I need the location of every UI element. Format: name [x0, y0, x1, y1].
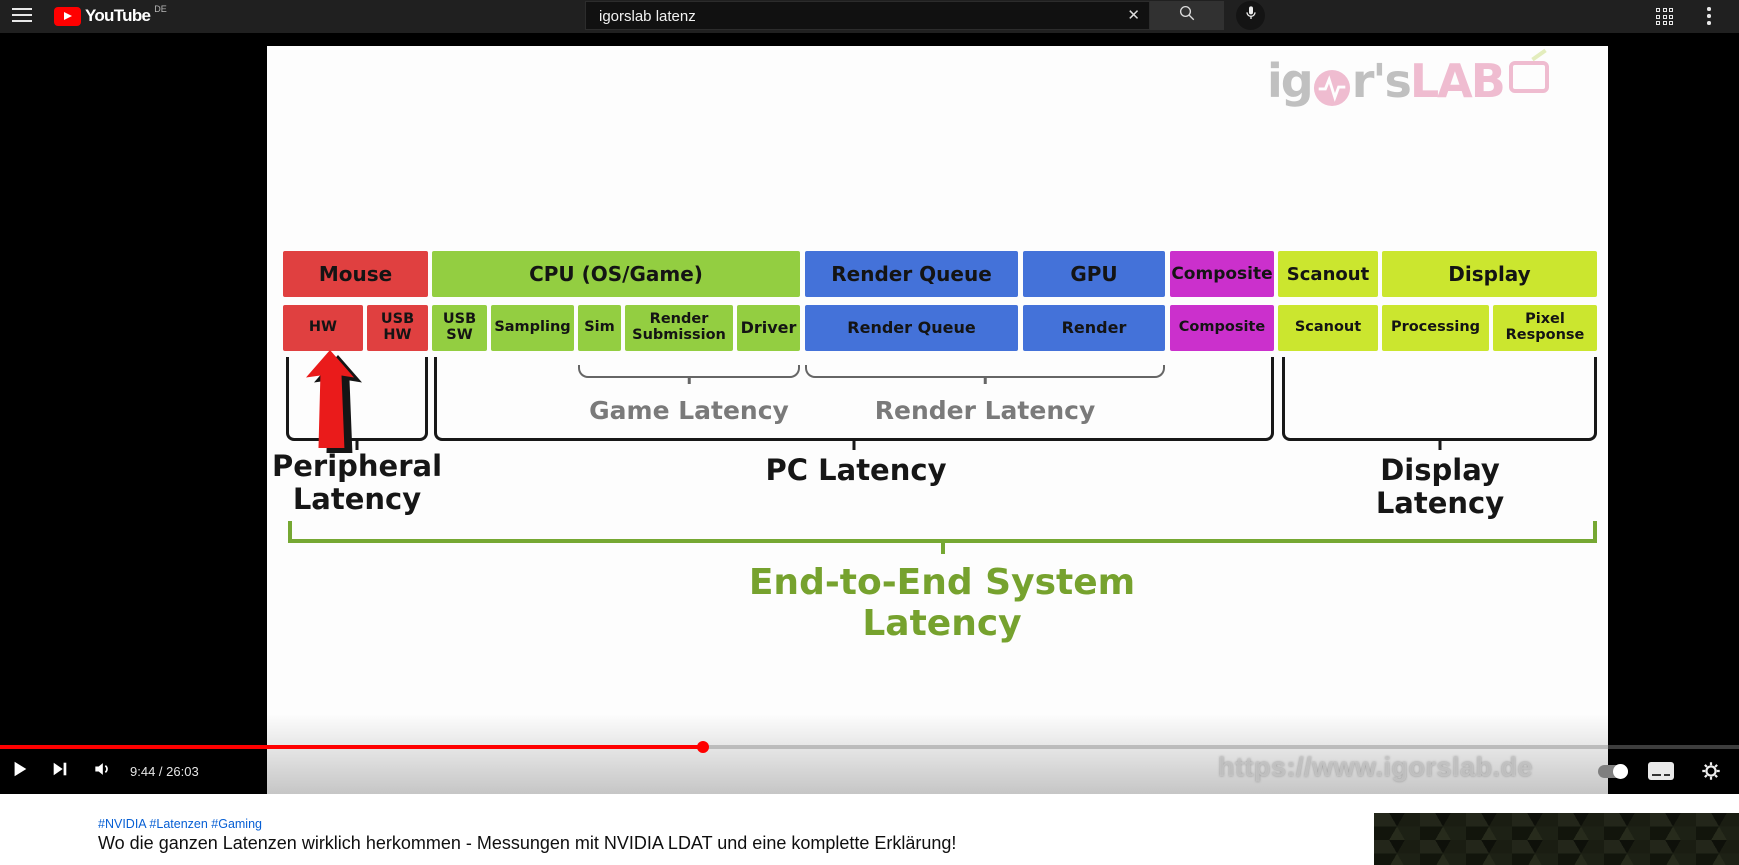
youtube-logo[interactable]: YouTube DE	[54, 4, 167, 26]
diagram-block-usb-sw: USB SW	[432, 305, 487, 351]
gear-icon	[1700, 762, 1722, 786]
game-latency-brace	[578, 365, 800, 378]
volume-icon	[92, 759, 112, 784]
autoplay-knob	[1613, 764, 1628, 779]
peripheral-latency-label: Peripheral Latency	[267, 449, 447, 517]
diagram-block-mouse: Mouse	[283, 251, 428, 297]
hashtag-links[interactable]: #NVIDIA #Latenzen #Gaming	[98, 817, 262, 831]
video-player: ig r's LAB Mouse CPU (OS/Game) Render Qu…	[0, 33, 1739, 794]
igorslab-url-watermark: https://www.igorslab.de	[1218, 752, 1534, 782]
peripheral-latency-bracket	[286, 357, 428, 441]
video-surface[interactable]: ig r's LAB Mouse CPU (OS/Game) Render Qu…	[267, 46, 1608, 794]
end-to-end-bracket	[288, 521, 1597, 543]
diagram-block-render: Render	[1023, 305, 1165, 351]
pc-latency-bracket	[434, 357, 1274, 441]
diagram-block-sim: Sim	[578, 305, 621, 351]
time-display: 9:44 / 26:03	[130, 764, 199, 779]
logo-text-ig: ig	[1267, 54, 1314, 108]
settings-button[interactable]	[1700, 760, 1722, 782]
diagram-block-display: Display	[1382, 251, 1597, 297]
youtube-wordmark: YouTube	[85, 6, 151, 25]
peripheral-latency-line2: Latency	[292, 482, 422, 517]
clear-search-icon[interactable]: ✕	[1127, 7, 1140, 24]
diagram-block-processing: Processing	[1382, 305, 1489, 351]
game-latency-label: Game Latency	[589, 396, 789, 425]
play-icon	[11, 760, 29, 783]
diagram-block-hw: HW	[283, 305, 363, 351]
controls-gradient	[0, 714, 1739, 794]
progress-played	[0, 745, 703, 749]
display-latency-bracket	[1282, 357, 1597, 441]
diagram-block-driver: Driver	[737, 305, 800, 351]
diagram-block-cpu: CPU (OS/Game)	[432, 251, 800, 297]
logo-text-rs: r's	[1351, 54, 1412, 108]
video-title: Wo die ganzen Latenzen wirklich herkomme…	[98, 833, 957, 853]
diagram-block-composite-2: Composite	[1170, 305, 1274, 351]
diagram-block-scanout-2: Scanout	[1278, 305, 1378, 351]
subtitles-button[interactable]	[1648, 762, 1674, 780]
next-button[interactable]	[48, 759, 72, 783]
diagram-block-scanout: Scanout	[1278, 251, 1378, 297]
search-query-text: igorslab latenz	[599, 8, 696, 25]
volume-button[interactable]	[90, 759, 114, 783]
pulse-circle-icon	[1313, 64, 1351, 107]
voice-search-button[interactable]	[1236, 1, 1265, 30]
play-button[interactable]	[8, 759, 32, 783]
search-input[interactable]: igorslab latenz ✕	[585, 1, 1150, 30]
render-latency-label: Render Latency	[874, 396, 1096, 425]
diagram-block-usb-hw: USB HW	[367, 305, 428, 351]
tv-icon	[1508, 61, 1549, 93]
search-icon	[1178, 4, 1196, 27]
display-latency-label: Display Latency	[1375, 453, 1505, 521]
microphone-icon	[1243, 5, 1259, 26]
apps-grid-icon[interactable]	[1656, 8, 1674, 26]
diagram-block-render-submission: Render Submission	[625, 305, 733, 351]
youtube-play-icon	[54, 6, 81, 26]
diagram-block-gpu: GPU	[1023, 251, 1165, 297]
next-icon	[51, 760, 69, 783]
diagram-block-render-queue-2: Render Queue	[805, 305, 1018, 351]
masthead: YouTube DE igorslab latenz ✕	[0, 0, 1739, 33]
autoplay-toggle[interactable]	[1598, 764, 1628, 779]
pc-latency-label: PC Latency	[765, 453, 947, 487]
end-to-end-title: End-to-End System Latency	[748, 562, 1136, 644]
more-options-icon[interactable]	[1707, 7, 1711, 28]
progress-scrubber[interactable]	[696, 741, 709, 753]
render-latency-brace	[805, 365, 1165, 378]
hamburger-menu-icon[interactable]	[12, 8, 32, 24]
diagram-block-pixel-response: Pixel Response	[1493, 305, 1597, 351]
logo-text-lab: LAB	[1409, 54, 1506, 108]
peripheral-latency-line1: Peripheral	[271, 449, 443, 483]
next-video-thumbnail[interactable]	[1374, 813, 1739, 865]
diagram-block-sampling: Sampling	[491, 305, 574, 351]
diagram-block-composite: Composite	[1170, 251, 1274, 297]
control-bar: 9:44 / 26:03	[0, 749, 1739, 794]
search-button[interactable]	[1150, 1, 1224, 30]
country-code: DE	[154, 4, 167, 14]
diagram-block-render-queue: Render Queue	[805, 251, 1018, 297]
progress-bar[interactable]	[0, 745, 1739, 749]
igorslab-logo-watermark: ig r's LAB	[1267, 54, 1549, 108]
